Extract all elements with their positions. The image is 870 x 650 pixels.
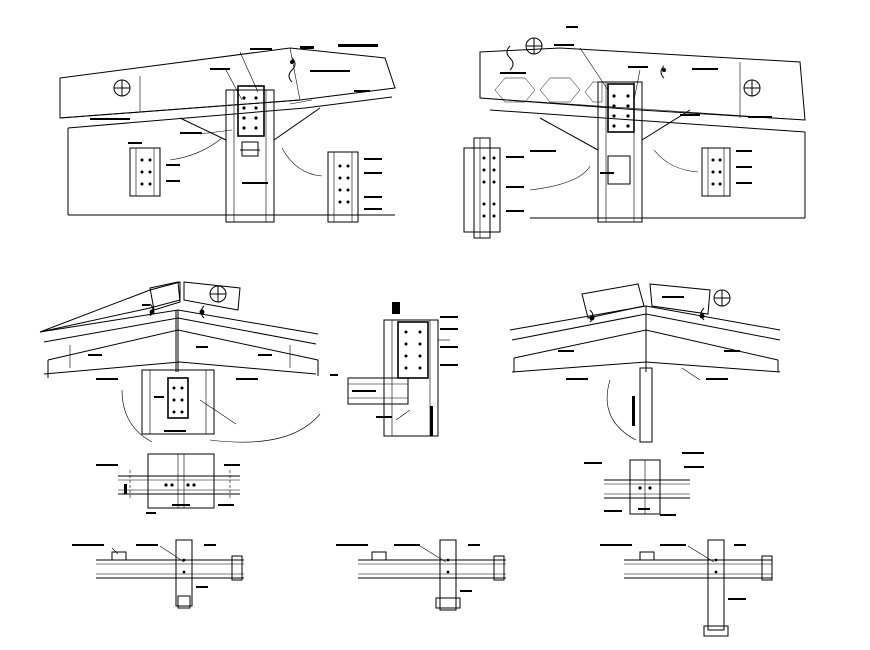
ridge-connection-left [39, 281, 321, 443]
section-marker-icon [209, 285, 227, 303]
section-marker-icon [113, 79, 131, 97]
section-marker-icon [713, 289, 731, 307]
castellated-web [494, 77, 603, 103]
eave-connection-left [59, 44, 397, 223]
weld-symbol-icon [506, 45, 666, 79]
bottom-detail-2 [336, 539, 506, 611]
weld-symbol-icon [288, 57, 296, 83]
weld-symbol-icon [149, 303, 205, 319]
section-marker-icon [525, 37, 761, 97]
bolt-group [242, 96, 258, 130]
plan-detail-inset-left [128, 137, 223, 197]
bottom-detail-1 [72, 539, 244, 609]
ridge-connection-right [509, 283, 781, 443]
bottom-detail-3 [600, 539, 773, 637]
knee-connection-center [330, 302, 458, 437]
bolt-group [612, 94, 630, 128]
weld-symbol-icon [589, 307, 705, 323]
plan-detail-left [96, 453, 240, 514]
eave-connection-right [463, 26, 806, 239]
plan-detail-inset-right-2 [653, 147, 752, 197]
plan-detail-inset-right [281, 147, 382, 223]
plan-detail-right [584, 452, 704, 516]
plan-detail-inset-left-2 [463, 137, 591, 239]
